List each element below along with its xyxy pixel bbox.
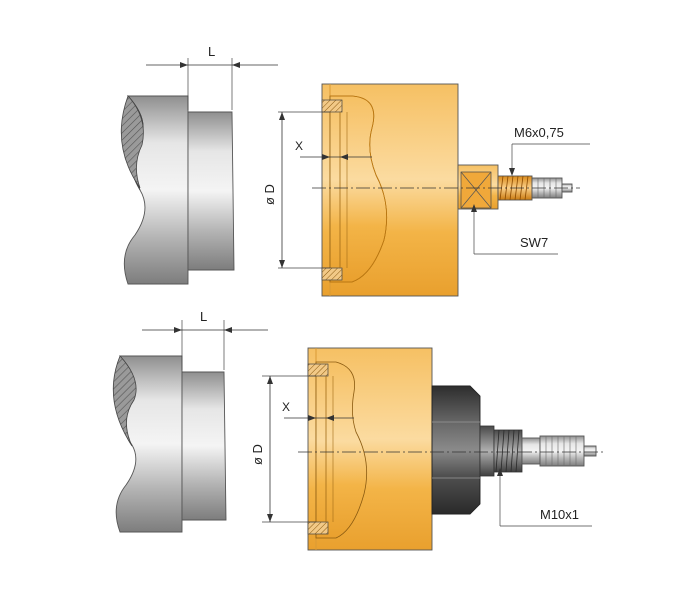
bottom-gauge-body — [307, 347, 433, 551]
bottom-offset-label: X — [282, 400, 290, 414]
top-gauge-body — [321, 83, 459, 297]
top-offset-label: X — [295, 139, 303, 153]
top-length-label: L — [208, 44, 215, 59]
bottom-thread-label: M10x1 — [540, 507, 579, 522]
top-workpiece — [120, 95, 235, 285]
bottom-workpiece — [112, 355, 227, 533]
bottom-diameter-label: ø D — [250, 444, 265, 465]
top-assembly: L — [120, 44, 590, 297]
top-seal-lower-icon — [321, 267, 343, 281]
bottom-length-label: L — [200, 309, 207, 324]
top-wrench-label: SW7 — [520, 235, 548, 250]
bottom-seal-upper-icon — [307, 363, 329, 377]
top-thread-callout: M6x0,75 — [509, 125, 590, 176]
bottom-nut-icon — [431, 385, 481, 515]
top-offset-dimension: X — [295, 139, 372, 160]
bottom-assembly: L — [112, 309, 604, 551]
bottom-thread-callout: M10x1 — [497, 468, 592, 527]
bottom-offset-dimension: X — [282, 400, 354, 421]
top-stem-assembly — [457, 164, 573, 210]
top-diameter-dimension: ø D — [262, 111, 330, 269]
top-diameter-label: ø D — [262, 184, 277, 205]
bottom-section-hatch-icon — [112, 355, 137, 447]
top-thread-label: M6x0,75 — [514, 125, 564, 140]
top-seal-upper-icon — [321, 99, 343, 113]
bottom-stem-assembly — [431, 385, 597, 515]
bottom-diameter-dimension: ø D — [250, 375, 316, 523]
bottom-length-dimension: L — [142, 309, 268, 370]
bottom-seal-lower-icon — [307, 521, 329, 535]
top-wrench-callout: SW7 — [471, 204, 558, 255]
top-length-dimension: L — [146, 44, 278, 110]
